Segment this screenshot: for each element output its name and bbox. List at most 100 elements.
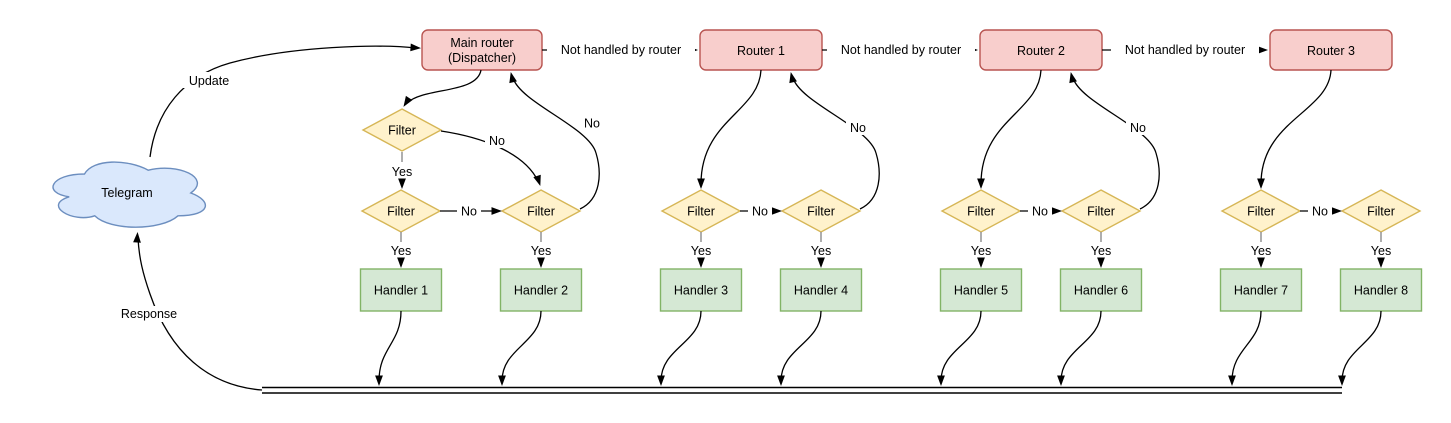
arrowhead bbox=[786, 71, 797, 84]
arrowhead bbox=[537, 257, 545, 268]
edge-h2-bus bbox=[498, 310, 542, 386]
yes-label: Yes bbox=[811, 244, 831, 258]
not-handled-label: Not handled by router bbox=[1125, 43, 1245, 57]
edge-curve bbox=[501, 310, 542, 382]
handler-1-node: Handler 1 bbox=[359, 268, 443, 312]
no-label: No bbox=[752, 205, 768, 219]
arrowhead bbox=[1228, 375, 1236, 386]
edge-yes-h6: Yes bbox=[1091, 232, 1111, 268]
label-bg bbox=[1028, 203, 1052, 219]
handler-label: Handler 4 bbox=[794, 284, 848, 298]
edge-curve bbox=[1260, 69, 1332, 185]
label-bg bbox=[580, 115, 604, 131]
edge-h5-bus bbox=[937, 310, 982, 386]
edge-curve bbox=[940, 310, 982, 382]
edge-no-r2-pair: No bbox=[1020, 203, 1062, 219]
edge-curve bbox=[660, 310, 702, 382]
telegram-label: Telegram bbox=[101, 186, 152, 200]
router-2-node: Router 2 bbox=[979, 29, 1103, 71]
edge-yes-h4: Yes bbox=[811, 232, 831, 268]
edge-not-handled-1: Not handled by router bbox=[542, 42, 698, 58]
edge-curve bbox=[792, 77, 880, 210]
yes-label: Yes bbox=[1371, 244, 1391, 258]
handler-2-node: Handler 2 bbox=[499, 268, 583, 312]
edge-yes-h8: Yes bbox=[1371, 232, 1391, 268]
arrowhead bbox=[657, 375, 665, 386]
arrowhead bbox=[1066, 71, 1077, 84]
filter-label: Filter bbox=[1367, 205, 1395, 219]
arrowhead bbox=[1057, 375, 1065, 386]
edge-curve bbox=[780, 310, 822, 382]
edge-h8-bus bbox=[1338, 310, 1382, 386]
response-bus-line bbox=[262, 386, 1342, 394]
handler-box bbox=[659, 268, 743, 312]
handler-box bbox=[359, 268, 443, 312]
edge-h4-bus bbox=[777, 310, 822, 386]
handler-label: Handler 3 bbox=[674, 284, 728, 298]
filter-label: Filter bbox=[1247, 205, 1275, 219]
filter-r3-right: Filter bbox=[1340, 189, 1422, 233]
yes-label: Yes bbox=[392, 165, 412, 179]
edge-curve bbox=[700, 69, 762, 185]
yes-label: Yes bbox=[1091, 244, 1111, 258]
router-1-node: Router 1 bbox=[699, 29, 823, 71]
main-router-node: Main router (Dispatcher) bbox=[421, 29, 543, 71]
arrowhead bbox=[777, 375, 785, 386]
arrowhead bbox=[498, 375, 506, 386]
label-bg bbox=[457, 203, 481, 219]
filter-main-top: Filter bbox=[361, 108, 443, 152]
arrowhead bbox=[397, 257, 405, 268]
handler-4-node: Handler 4 bbox=[779, 268, 863, 312]
handler-5-node: Handler 5 bbox=[939, 268, 1023, 312]
filter-diamond bbox=[361, 108, 443, 152]
edge-yes-columns: Yes Yes Yes Yes Yes bbox=[391, 232, 1391, 268]
edge-update bbox=[149, 43, 422, 158]
edge-not-handled-2: Not handled by router bbox=[822, 42, 978, 58]
update-label: Update bbox=[189, 74, 229, 88]
edge-r3-to-filter bbox=[1257, 69, 1332, 189]
filter-main-right: Filter bbox=[500, 189, 582, 233]
edge-filter-top-yes: Yes bbox=[392, 152, 412, 189]
handler-nodes: Handler 1 Handler 2 Handler 3 Handler 4 … bbox=[359, 268, 1423, 312]
edge-h3-bus bbox=[657, 310, 702, 386]
no-label: No bbox=[461, 205, 477, 219]
yes-label: Yes bbox=[1251, 244, 1271, 258]
not-handled-label: Not handled by router bbox=[841, 43, 961, 57]
yes-label: Yes bbox=[971, 244, 991, 258]
arrowhead bbox=[697, 257, 705, 268]
arrowhead bbox=[400, 95, 413, 109]
edge-curve bbox=[406, 69, 482, 104]
filter-label: Filter bbox=[967, 205, 995, 219]
arrowhead bbox=[133, 231, 142, 243]
edge-h7-bus bbox=[1228, 310, 1262, 386]
main-router-label-line2: (Dispatcher) bbox=[448, 51, 516, 65]
edge-yes-h7: Yes bbox=[1251, 232, 1271, 268]
no-label: No bbox=[850, 121, 866, 135]
edge-no-main-pair: No bbox=[440, 203, 502, 219]
edge-h1-bus bbox=[375, 310, 402, 386]
handler-7-node: Handler 7 bbox=[1219, 268, 1303, 312]
edge-r1-return-no: No bbox=[786, 71, 880, 210]
edge-yes-h3: Yes bbox=[691, 232, 711, 268]
filter-r1-left: Filter bbox=[660, 189, 742, 233]
label-bg bbox=[1111, 42, 1259, 58]
edge-yes-h1: Yes bbox=[391, 232, 411, 268]
label-bg bbox=[748, 203, 772, 219]
edge-curve bbox=[1231, 310, 1262, 382]
arrowhead bbox=[1097, 257, 1105, 268]
label-bg bbox=[846, 120, 870, 135]
arrowhead bbox=[491, 207, 502, 215]
handler-3-node: Handler 3 bbox=[659, 268, 743, 312]
handler-6-node: Handler 6 bbox=[1059, 268, 1143, 312]
edge-curve bbox=[1072, 77, 1160, 210]
label-bg bbox=[827, 42, 975, 58]
router-1-label: Router 1 bbox=[737, 44, 785, 58]
edge-curve bbox=[1341, 310, 1382, 382]
filter-label: Filter bbox=[1087, 205, 1115, 219]
no-label: No bbox=[1130, 121, 1146, 135]
response-label: Response bbox=[121, 307, 177, 321]
edge-not-handled-3: Not handled by router bbox=[1102, 42, 1268, 58]
arrowhead bbox=[697, 178, 705, 189]
filter-label: Filter bbox=[388, 124, 416, 138]
